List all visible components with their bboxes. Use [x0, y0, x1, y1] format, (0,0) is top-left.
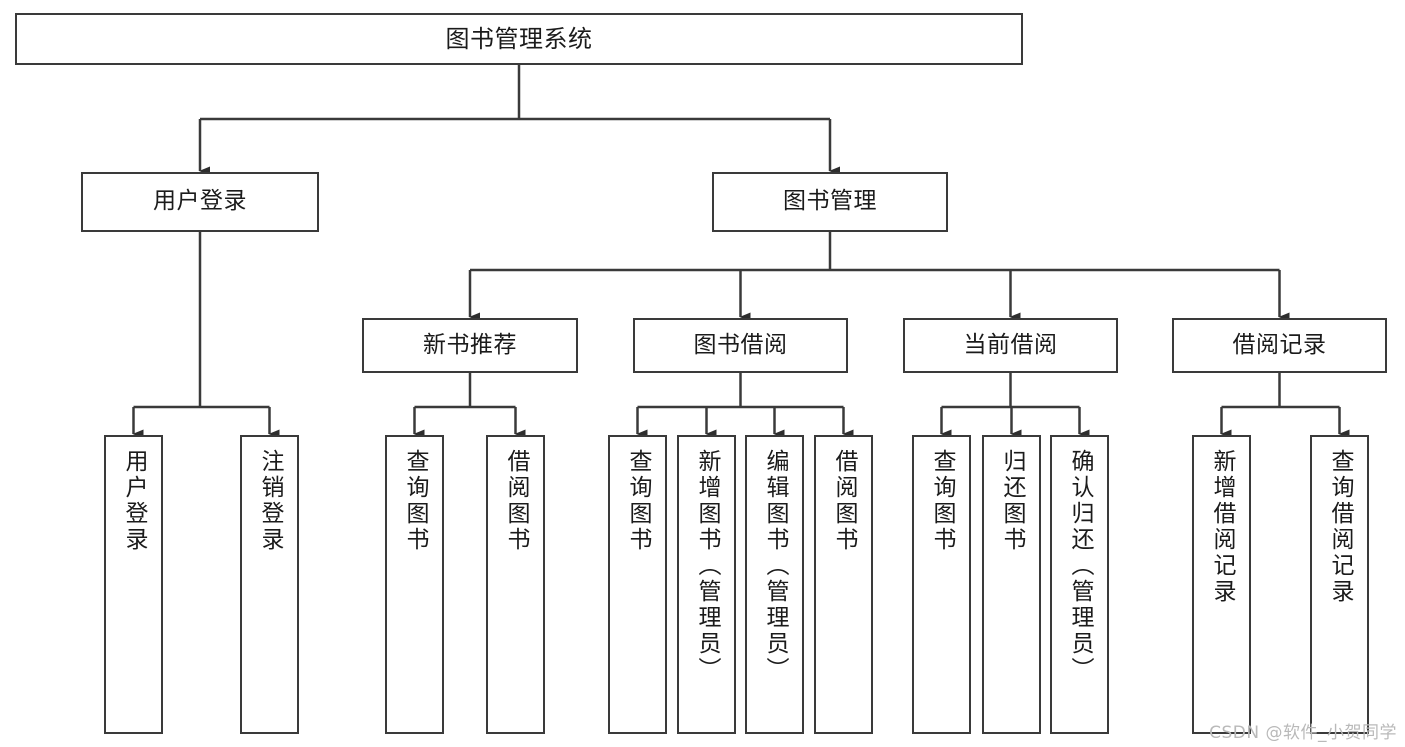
node-label: 图书借阅	[693, 331, 788, 358]
node-label: 查询图书	[625, 449, 651, 553]
node-label: 用户登录	[121, 449, 147, 553]
node-label: 注销登录	[257, 449, 283, 553]
node-label: 新书推荐	[423, 331, 517, 358]
node-label: 确认归还（管理员）	[1067, 449, 1093, 683]
node-label: 编辑图书（管理员）	[762, 449, 788, 683]
node-leaf-cur-2[interactable]: 归还图书	[982, 435, 1041, 734]
node-leaf-login-2[interactable]: 注销登录	[240, 435, 299, 734]
node-leaf-bor-2[interactable]: 新增图书（管理员）	[677, 435, 736, 734]
node-leaf-new-1[interactable]: 查询图书	[385, 435, 444, 734]
node-label: 归还图书	[999, 449, 1025, 553]
node-leaf-login-1[interactable]: 用户登录	[104, 435, 163, 734]
node-label: 用户登录	[153, 188, 247, 215]
node-label: 查询图书	[929, 449, 955, 553]
node-root[interactable]: 图书管理系统	[15, 13, 1023, 65]
node-bookmgmt[interactable]: 图书管理	[712, 172, 948, 232]
node-leaf-rec-1[interactable]: 新增借阅记录	[1192, 435, 1251, 734]
node-label: 新增图书（管理员）	[694, 449, 720, 683]
node-label: 当前借阅	[963, 331, 1058, 358]
node-label: 查询借阅记录	[1327, 449, 1353, 605]
node-current[interactable]: 当前借阅	[903, 318, 1118, 373]
node-label: 新增借阅记录	[1209, 449, 1235, 605]
node-leaf-cur-3[interactable]: 确认归还（管理员）	[1050, 435, 1109, 734]
node-login[interactable]: 用户登录	[81, 172, 319, 232]
node-label: 借阅图书	[831, 449, 857, 553]
node-leaf-bor-3[interactable]: 编辑图书（管理员）	[745, 435, 804, 734]
node-leaf-bor-1[interactable]: 查询图书	[608, 435, 667, 734]
node-borrow[interactable]: 图书借阅	[633, 318, 848, 373]
node-leaf-bor-4[interactable]: 借阅图书	[814, 435, 873, 734]
node-leaf-rec-2[interactable]: 查询借阅记录	[1310, 435, 1369, 734]
node-records[interactable]: 借阅记录	[1172, 318, 1387, 373]
node-label: 图书管理	[783, 188, 877, 215]
node-leaf-new-2[interactable]: 借阅图书	[486, 435, 545, 734]
node-label: 借阅记录	[1232, 331, 1327, 358]
node-label: 查询图书	[402, 449, 428, 553]
node-label: 借阅图书	[503, 449, 529, 553]
node-label: 图书管理系统	[445, 24, 593, 53]
node-newbook[interactable]: 新书推荐	[362, 318, 578, 373]
node-leaf-cur-1[interactable]: 查询图书	[912, 435, 971, 734]
